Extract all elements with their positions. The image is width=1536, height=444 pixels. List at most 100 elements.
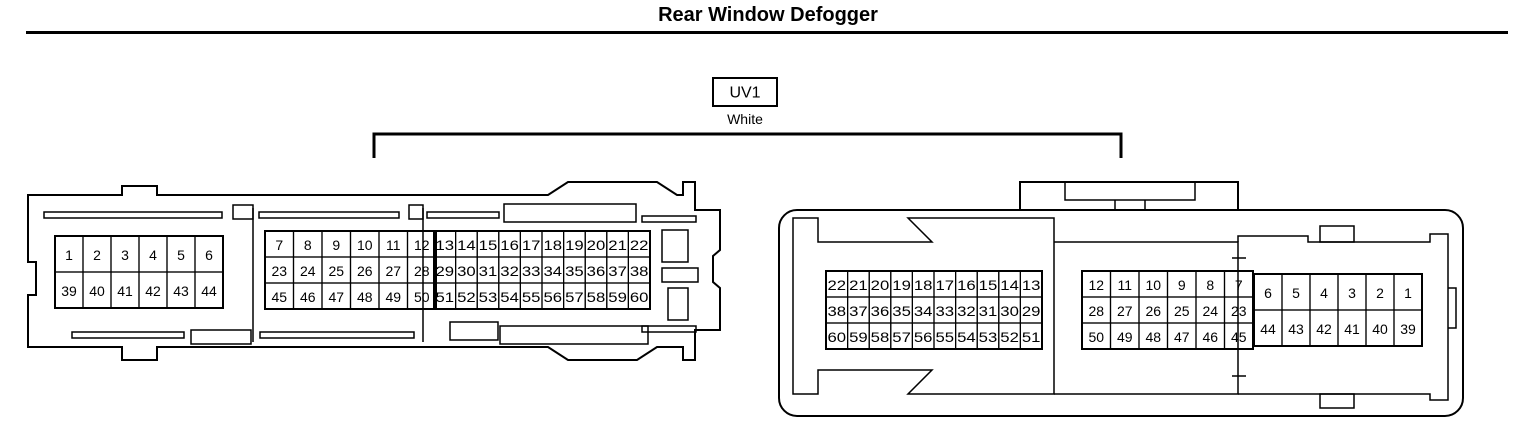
pin-number: 45 [271,289,287,305]
pin-number: 20 [587,237,606,253]
pin-number: 22 [828,277,847,293]
pin-number: 3 [121,247,129,263]
pin-number: 58 [587,289,606,305]
pin-number: 26 [1145,303,1161,319]
pin-number: 43 [173,283,189,299]
pin-number: 48 [357,289,373,305]
connector-code-box [712,77,778,107]
pin-number: 53 [479,289,498,305]
pin-number: 40 [89,283,105,299]
pin-number: 51 [1022,329,1041,345]
pin-number: 14 [1000,277,1019,293]
pin-number: 41 [117,283,133,299]
pin-number: 41 [1344,321,1360,337]
pin-number: 9 [332,237,340,253]
pin-number: 13 [436,237,455,253]
pin-number: 55 [522,289,541,305]
pin-number: 35 [892,303,911,319]
pin-number: 46 [300,289,316,305]
pin-number: 30 [457,263,476,279]
pin-number: 52 [1000,329,1019,345]
pin-number: 20 [871,277,890,293]
pin-number: 29 [1022,303,1041,319]
pin-number: 45 [1231,329,1247,345]
pin-number: 12 [1088,277,1104,293]
pin-number: 44 [1260,321,1276,337]
title-rule [26,31,1508,34]
pin-number: 31 [979,303,998,319]
page-title: Rear Window Defogger [658,4,878,26]
pin-number: 8 [304,237,312,253]
pin-number: 7 [275,237,283,253]
pin-cell [406,282,437,310]
pin-number: 51 [436,289,455,305]
pin-number: 1 [1404,285,1412,301]
pin-number: 35 [565,263,584,279]
pin-number: 37 [608,263,627,279]
pin-number: 23 [1231,303,1247,319]
pin-number: 49 [385,289,401,305]
pin-number: 13 [1022,277,1041,293]
pin-number: 21 [849,277,868,293]
pin-number: 11 [386,237,401,253]
pin-cell [1393,309,1423,347]
pin-number: 19 [892,277,911,293]
pin-number: 47 [1174,329,1190,345]
pin-number: 47 [328,289,344,305]
pin-number: 5 [177,247,185,263]
pin-number: 19 [565,237,584,253]
pin-number: 46 [1202,329,1218,345]
pin-number: 17 [936,277,955,293]
pin-number: 2 [1376,285,1384,301]
pin-number: 1 [65,247,73,263]
left-connector-outline [27,181,721,361]
pin-number: 10 [1145,277,1161,293]
pin-number: 27 [385,263,401,279]
pin-number: 37 [849,303,868,319]
pin-number: 25 [328,263,344,279]
pin-number: 44 [201,283,217,299]
pin-number: 50 [414,289,430,305]
pin-number: 31 [479,263,498,279]
pin-number: 11 [1117,277,1132,293]
pin-number: 42 [145,283,161,299]
pin-number: 36 [587,263,606,279]
pin-number: 15 [979,277,998,293]
pin-number: 28 [414,263,430,279]
pin-number: 60 [630,289,649,305]
pin-cell [194,271,224,309]
pin-number: 24 [1202,303,1218,319]
pin-number: 39 [61,283,77,299]
pin-number: 54 [957,329,976,345]
pin-number: 18 [914,277,933,293]
pin-number: 59 [608,289,627,305]
connector-color: White [727,111,763,127]
pin-cell [627,282,651,310]
pin-number: 38 [630,263,649,279]
pin-number: 52 [457,289,476,305]
pin-number: 32 [500,263,519,279]
pin-number: 49 [1117,329,1133,345]
pin-number: 57 [892,329,911,345]
pin-number: 26 [357,263,373,279]
pin-number: 22 [630,237,649,253]
pin-number: 3 [1348,285,1356,301]
pin-number: 12 [414,237,430,253]
pin-number: 33 [522,263,541,279]
connector-bracket [372,132,1123,158]
pin-number: 23 [271,263,287,279]
pin-number: 34 [914,303,933,319]
pin-number: 50 [1088,329,1104,345]
right-connector-outline [778,181,1464,417]
pin-number: 59 [849,329,868,345]
pin-number: 29 [436,263,455,279]
pin-number: 36 [871,303,890,319]
pin-number: 56 [544,289,563,305]
pin-number: 28 [1088,303,1104,319]
